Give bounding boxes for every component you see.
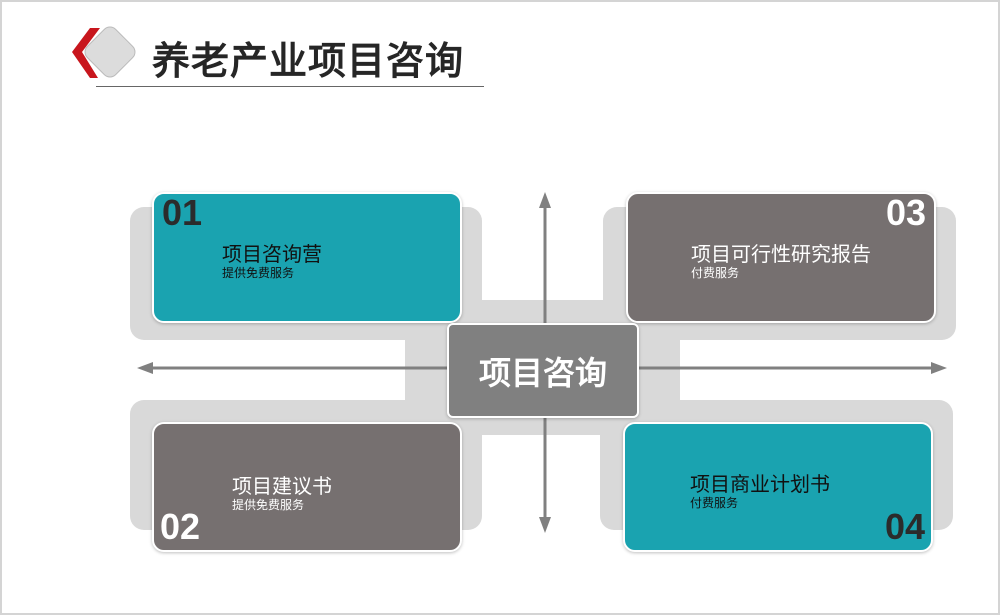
card-title: 项目咨询营 — [222, 242, 322, 266]
title-logo-icon — [68, 24, 138, 86]
card-title: 项目建议书 — [232, 474, 332, 498]
center-box[interactable]: 项目咨询 — [447, 323, 639, 418]
card-title: 项目商业计划书 — [690, 472, 830, 496]
card-number: 01 — [162, 192, 203, 233]
card-04[interactable]: 04 项目商业计划书 付费服务 — [623, 422, 933, 552]
card-03[interactable]: 03 项目可行性研究报告 付费服务 — [626, 192, 936, 323]
card-subtitle: 付费服务 — [690, 496, 739, 510]
card-number: 04 — [884, 506, 925, 547]
card-subtitle: 付费服务 — [691, 266, 740, 280]
card-subtitle: 提供免费服务 — [222, 266, 295, 280]
card-01[interactable]: 01 项目咨询营 提供免费服务 — [152, 192, 462, 323]
card-subtitle: 提供免费服务 — [232, 498, 305, 512]
card-number: 03 — [885, 192, 926, 233]
card-title: 项目可行性研究报告 — [691, 242, 871, 266]
center-label: 项目咨询 — [478, 353, 607, 392]
title-underline — [96, 86, 484, 87]
page-title: 养老产业项目咨询 — [152, 39, 465, 83]
card-number: 02 — [160, 506, 201, 547]
card-02[interactable]: 02 项目建议书 提供免费服务 — [152, 422, 462, 552]
